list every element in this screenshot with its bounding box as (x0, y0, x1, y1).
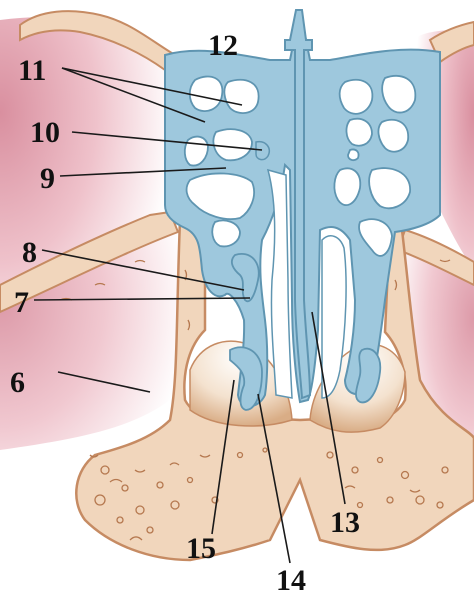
label-14: 14 (276, 564, 306, 597)
label-6: 6 (10, 366, 25, 399)
uncinate-process (256, 142, 269, 160)
label-15: 15 (186, 532, 216, 565)
label-11: 11 (18, 54, 46, 87)
label-8: 8 (22, 236, 37, 269)
label-12: 12 (208, 29, 238, 62)
label-10: 10 (30, 116, 60, 149)
label-13: 13 (330, 506, 360, 539)
label-9: 9 (40, 162, 55, 195)
label-7: 7 (14, 286, 29, 319)
